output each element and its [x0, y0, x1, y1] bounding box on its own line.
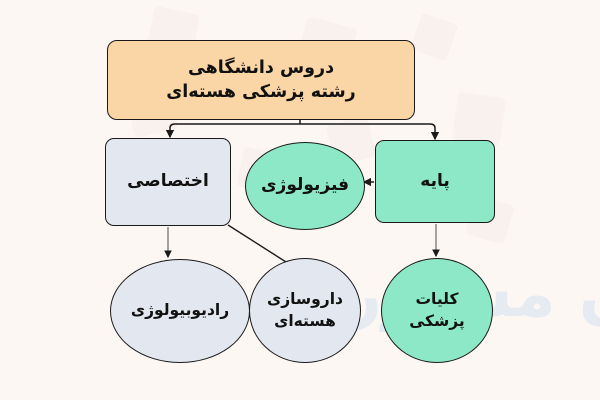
node-nuclear-pharmacy[interactable]: داروسازی هسته‌ای [249, 258, 361, 363]
node-general-medicine[interactable]: کلیات پزشکی [381, 258, 493, 363]
node-specialized[interactable]: اختصاصی [105, 138, 231, 226]
edge-root-to-basic [299, 120, 440, 141]
node-radiobiology-label: رادیوبیولوژی [130, 301, 230, 320]
node-radiobiology[interactable]: رادیوبیولوژی [110, 259, 250, 363]
node-general-medicine-label: کلیات پزشکی [409, 290, 465, 330]
node-basic-label: پایه [420, 170, 450, 191]
node-nuclear-pharmacy-label: داروسازی هسته‌ای [266, 290, 344, 330]
node-root-label: دروس دانشگاهی رشته پزشکی هسته‌ای [166, 57, 356, 102]
edge-root-to-specialized [165, 123, 430, 139]
node-basic[interactable]: پایه [375, 140, 495, 223]
node-root[interactable]: دروس دانشگاهی رشته پزشکی هسته‌ای [107, 40, 415, 120]
node-specialized-label: اختصاصی [127, 171, 209, 192]
node-physiology[interactable]: فیزیولوژی [245, 142, 365, 230]
node-physiology-label: فیزیولوژی [260, 175, 350, 196]
